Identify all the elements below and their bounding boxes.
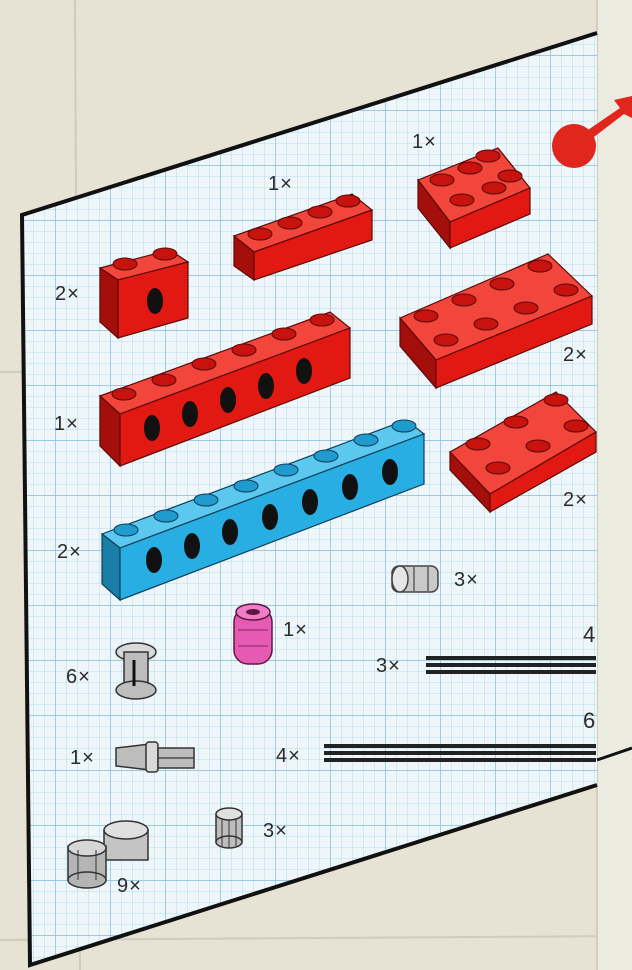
axle-length-6: 6	[583, 710, 595, 732]
qty-label-spool: 6×	[66, 667, 91, 687]
qty-label-beam-1x8: 2×	[57, 542, 82, 562]
qty-label-axle-6: 4×	[276, 746, 301, 766]
axle-6-icon	[324, 744, 596, 762]
axle-length-4: 4	[583, 624, 595, 646]
qty-label-plate-2x4: 2×	[563, 345, 588, 365]
qty-label-gear-small: 3×	[263, 821, 288, 841]
qty-label-plate-2x3: 2×	[563, 490, 588, 510]
qty-label-bush-gray: 3×	[454, 570, 479, 590]
bush-pink-icon	[234, 604, 272, 664]
qty-label-plate-1x4: 1×	[268, 174, 293, 194]
qty-label-beam-1x6: 1×	[54, 414, 79, 434]
axle-4-icon	[426, 656, 596, 674]
bush-gray-icon	[392, 566, 438, 592]
qty-label-axle-pin: 1×	[70, 748, 95, 768]
qty-label-gear-pair: 9×	[117, 876, 142, 896]
qty-label-bush-pink: 1×	[283, 620, 308, 640]
qty-label-beam-1x2: 2×	[55, 284, 80, 304]
qty-label-plate-2x3-top: 1×	[412, 132, 437, 152]
qty-label-axle-4: 3×	[376, 656, 401, 676]
gear-8-tooth-gray-icon	[216, 808, 242, 848]
